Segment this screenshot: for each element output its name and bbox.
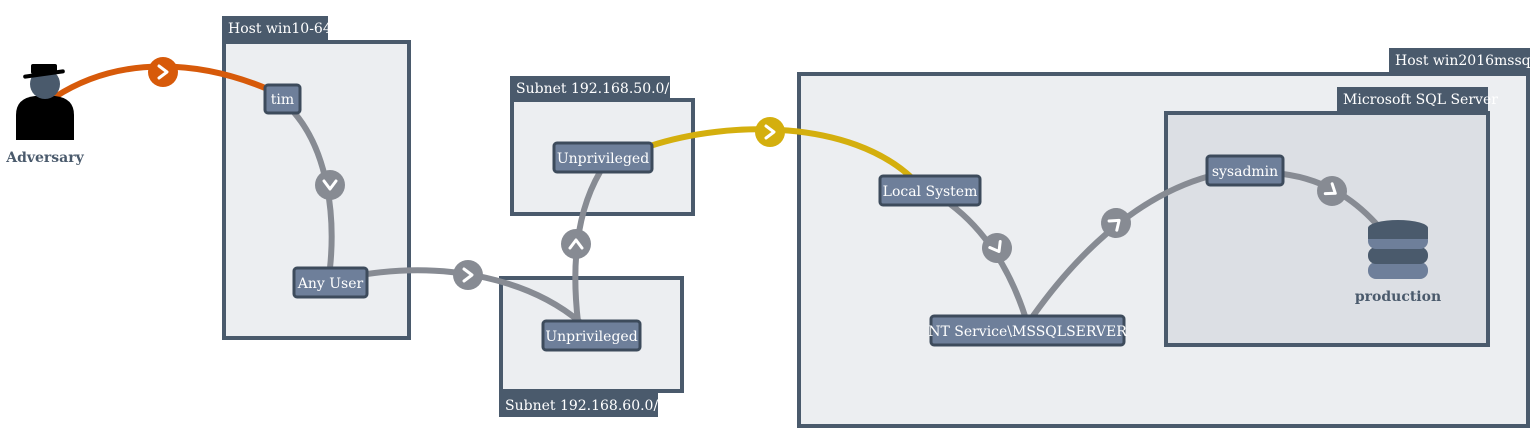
chevron-icon [982,233,1012,263]
node-label-production: production [1355,289,1441,305]
node-label-local-system: Local System [883,184,978,200]
group-title-subnet-60: Subnet 192.168.60.0/24 [505,398,676,414]
chevron-icon [561,229,591,259]
group-title-subnet-50: Subnet 192.168.50.0/24 [516,81,687,97]
node-any-user[interactable]: Any User [292,266,369,299]
node-production[interactable]: production [1355,220,1441,305]
group-title-mssql-server: Microsoft SQL Server [1343,92,1498,108]
node-adversary[interactable]: Adversary [5,64,85,166]
node-sysadmin[interactable]: sysadmin [1205,154,1285,187]
node-tim[interactable]: tim [263,83,302,115]
edge-any-user-unpriv60 [364,267,583,325]
node-label-unprivileged-50: Unprivileged [557,151,649,167]
database-icon [1368,220,1428,279]
node-label-nt-service: NT Service\MSSQLSERVER [928,324,1127,340]
node-label-adversary: Adversary [5,150,84,166]
chevron-icon [755,117,785,147]
chevron-icon [1101,208,1131,238]
node-unprivileged-60[interactable]: Unprivileged [541,319,642,352]
node-label-tim: tim [271,92,294,108]
node-local-system[interactable]: Local System [878,174,982,207]
chevron-icon [1317,176,1347,206]
chevron-icon [148,57,178,87]
edge-unpriv50-local-system [647,126,915,181]
spy-icon [16,64,74,140]
chevron-icon [315,170,345,200]
chevron-icon [453,260,483,290]
node-unprivileged-50[interactable]: Unprivileged [552,141,654,174]
group-title-host-win2016: Host win2016mssql [1395,53,1536,69]
group-title-host-win10: Host win10-64 [228,21,332,37]
node-label-unprivileged-60: Unprivileged [545,329,637,345]
group-subnet-50: Subnet 192.168.50.0/24 [510,76,695,216]
node-nt-service-mssqlserver[interactable]: NT Service\MSSQLSERVER [928,314,1127,347]
node-label-any-user: Any User [297,276,364,292]
node-label-sysadmin: sysadmin [1212,164,1278,180]
group-mssql-server: Microsoft SQL Server [1164,87,1498,347]
